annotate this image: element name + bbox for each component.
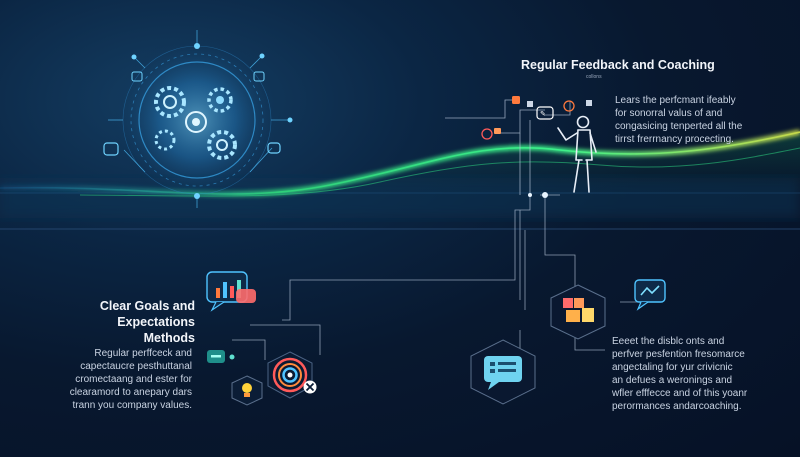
body-line: tirrst frerrnancy procecting. [615,134,734,145]
body-line: angectaling for yur crivicnic [612,362,733,373]
connector-lines-mid [232,195,640,360]
top-section-title: Regular Feedback and Coaching [521,58,715,72]
message-lines-icon [470,339,536,405]
left-section-title: Clear Goals and Expectations Methods [77,298,195,346]
body-line: perfver pesfention fresomarce [612,349,745,360]
body-line: Regular perffceck and [94,348,192,359]
body-line: trann you company values. [72,400,192,411]
small-chat-bubble-icon [236,289,256,303]
body-line: for sonorral valus of and [615,108,723,119]
connector-lines-top [445,99,571,196]
orange-ring-icon [563,100,575,112]
body-line: wfler efffecce and of this yoanr [612,388,748,399]
body-line: Lears the perfcmant ifeably [615,95,736,106]
body-line: an defues a weronings and [612,375,733,386]
chat-bubble-icon: ✎ [536,106,554,120]
person-pointing-icon [557,115,597,193]
body-line: Eeeet the disblc onts and [612,336,725,347]
body-line: clearamord to anepary dars [69,387,192,398]
gear-cluster-icon [103,30,293,208]
title-line: Expectations Methods [117,315,195,345]
blocks-icon [550,284,606,340]
body-line: capectaucre pesthuttanal [80,361,192,372]
junction-dot [542,192,548,198]
orange-node-icon [512,96,520,104]
teal-dot [229,354,235,360]
body-line: perormances andarcoaching. [612,401,742,412]
svg-text:✎: ✎ [540,111,546,118]
top-section-body: Lears the perfcmant ifeably for sonorral… [615,94,742,146]
lightbulb-icon [231,375,263,406]
junction-dot-2 [528,193,532,197]
title-line: Clear Goals and [99,299,195,313]
target-icon [267,351,313,399]
body-line: congasicing tenperted all the [615,121,743,132]
top-section-caption: collons [586,74,602,80]
trend-chat-icon [634,279,666,311]
body-line: cromectaang and ester for [75,374,192,385]
alert-circle-icon [481,128,493,140]
close-icon [303,380,317,394]
right-section-body: Eeeet the disblc onts and perfver pesfen… [612,335,747,413]
small-square-icon [527,101,533,107]
left-section-body: Regular perffceck and capectaucre pesthu… [52,347,192,412]
orange-tag-icon [494,128,501,134]
teal-chat-icon [207,350,225,363]
small-square-icon-2 [586,100,592,106]
